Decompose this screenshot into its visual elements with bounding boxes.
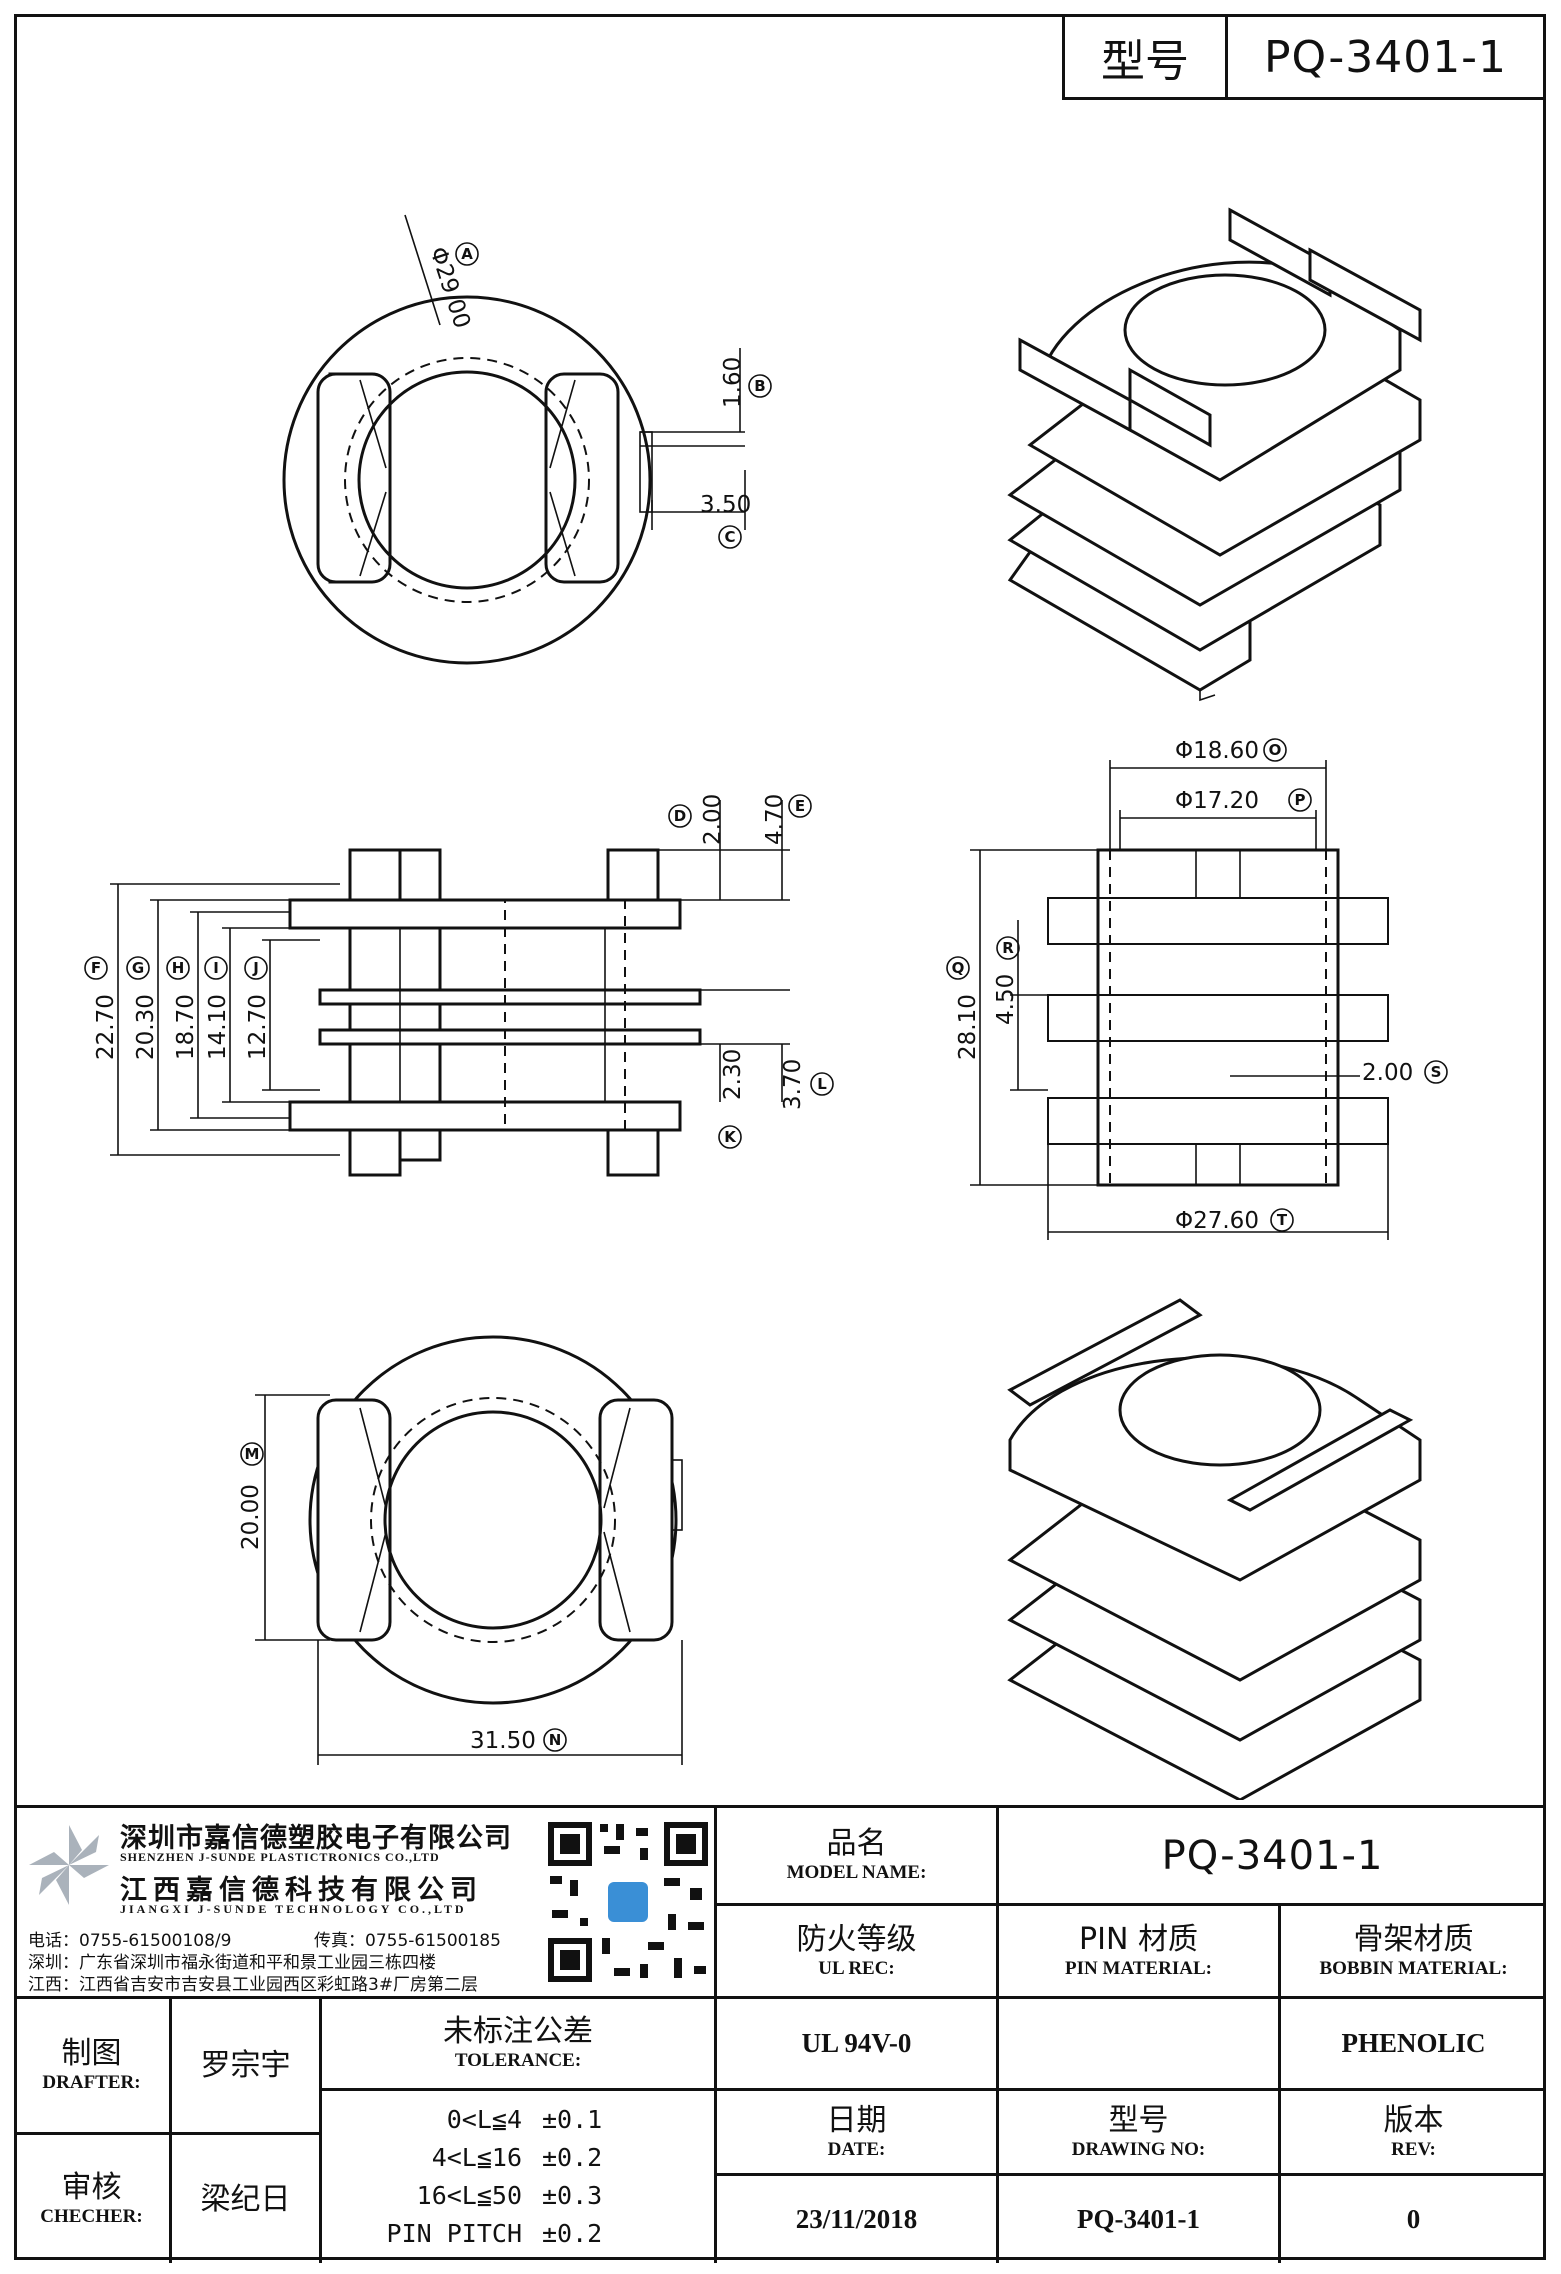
dim-J-text: 12.70 [245,994,271,1060]
dim-R-letter: R [1002,939,1014,957]
dim-A-letter: A [461,245,473,263]
dim-F-letter: F [91,959,101,977]
dim-Q-letter: Q [952,959,965,977]
drawing-frame [14,14,1546,2260]
dim-M-letter: M [245,1445,260,1463]
dim-H-letter: H [172,959,185,977]
bottom-view [255,1335,683,1765]
checker-value: 梁纪日 [169,2132,319,2263]
dim-E-letter: E [795,797,805,815]
tol-row: 0<L≦4±0.1 [446,2105,603,2134]
side-view [110,800,790,1177]
tol-row: 4<L≦16±0.2 [431,2143,603,2172]
tol-row: 16<L≦50±0.3 [416,2181,603,2210]
company-name-jx: 江西嘉信德科技有限公司 [120,1875,483,1906]
dim-Q-text: 28.10 [955,994,981,1060]
dim-S-text: 2.00 [1362,1060,1413,1086]
dim-E-text: 4.70 [762,794,788,845]
dim-D-letter: D [674,807,686,825]
dim-labels: Φ29.00 A 1.60 B 3.50 C 2.00 D 4.70 E 22.… [84,242,1448,1754]
company-name-jx-en: JIANGXI J-SUNDE TECHNOLOGY CO.,LTD [120,1902,467,1916]
dim-O-letter: O [1269,741,1282,759]
header-label: 型号 [1065,17,1228,97]
dim-G-letter: G [132,959,144,977]
dim-P-text: Φ17.20 [1175,788,1259,814]
dim-T-text: Φ27.60 [1175,1208,1259,1234]
company-name-sz-en: SHENZHEN J-SUNDE PLASTICTRONICS CO.,LTD [120,1850,440,1864]
drafter-value: 罗宗宇 [169,1996,319,2132]
front-view [970,760,1389,1240]
bobbin-material-value: PHENOLIC [1278,1996,1546,2088]
dim-K-text: 2.30 [720,1049,746,1100]
dim-F-text: 22.70 [93,994,119,1060]
dim-B-text: 1.60 [720,357,746,408]
dim-R-text: 4.50 [993,974,1019,1025]
dim-T-letter: T [1277,1211,1288,1229]
dim-C-letter: C [724,528,735,546]
dim-N-letter: N [549,1731,562,1749]
dim-M-text: 20.00 [238,1484,264,1550]
dim-I-text: 14.10 [205,994,231,1060]
dim-I-letter: I [213,959,219,977]
company-address-jx: 江西：江西省吉安市吉安县工业园西区彩虹路3#厂房第二层 [28,1975,479,1995]
ul-rec-value: UL 94V-0 [714,1996,996,2088]
pin-material-value [996,1996,1278,2088]
dim-K-letter: K [724,1128,737,1146]
dim-P-letter: P [1295,791,1306,809]
company-phone: 电话：0755-61500108/9 [28,1931,232,1951]
dim-O-text: Φ18.60 [1175,738,1259,764]
dim-J-letter: J [252,959,259,977]
dim-L-text: 3.70 [780,1059,806,1110]
drawing-sheet: .ln{stroke:#111;stroke-width:3;fill:none… [84,207,1448,1800]
qr-code[interactable] [544,1818,712,1986]
top-view [282,214,746,665]
isometric-view-bottom [1007,1298,1422,1800]
dim-S-letter: S [1431,1063,1442,1081]
company-name-sz: 深圳市嘉信德塑胶电子有限公司 [120,1823,512,1854]
dim-C-text: 3.50 [700,492,751,518]
header-value: PQ-3401-1 [1263,31,1508,83]
header-model-box: 型号 PQ-3401-1 [1062,14,1546,100]
tol-row: PIN PITCH±0.2 [386,2219,603,2248]
drawing-no-value: PQ-3401-1 [996,2173,1278,2263]
isometric-view-top [1007,207,1422,702]
dim-H-text: 18.70 [173,994,199,1060]
title-block: 深圳市嘉信德塑胶电子有限公司 SHENZHEN J-SUNDE PLASTICT… [14,1805,1546,2263]
model-name-value: PQ-3401-1 [996,1808,1546,1903]
dim-G-text: 20.30 [133,994,159,1060]
dim-N-text: 31.50 [470,1728,536,1754]
tolerance-table: 0<L≦4±0.1 4<L≦16±0.2 16<L≦50±0.3 PIN PIT… [319,2088,714,2263]
date-value: 23/11/2018 [714,2173,996,2263]
dim-L-letter: L [817,1075,827,1093]
company-fax: 传真：0755-61500185 [314,1931,501,1951]
company-logo [29,1825,109,1905]
company-address-sz: 深圳：广东省深圳市福永街道和平和景工业园三栋四楼 [28,1953,436,1973]
dim-D-text: 2.00 [700,794,726,845]
company-info: 深圳市嘉信德塑胶电子有限公司 SHENZHEN J-SUNDE PLASTICT… [14,1808,714,1996]
rev-value: 0 [1278,2173,1546,2263]
dim-B-letter: B [754,377,765,395]
